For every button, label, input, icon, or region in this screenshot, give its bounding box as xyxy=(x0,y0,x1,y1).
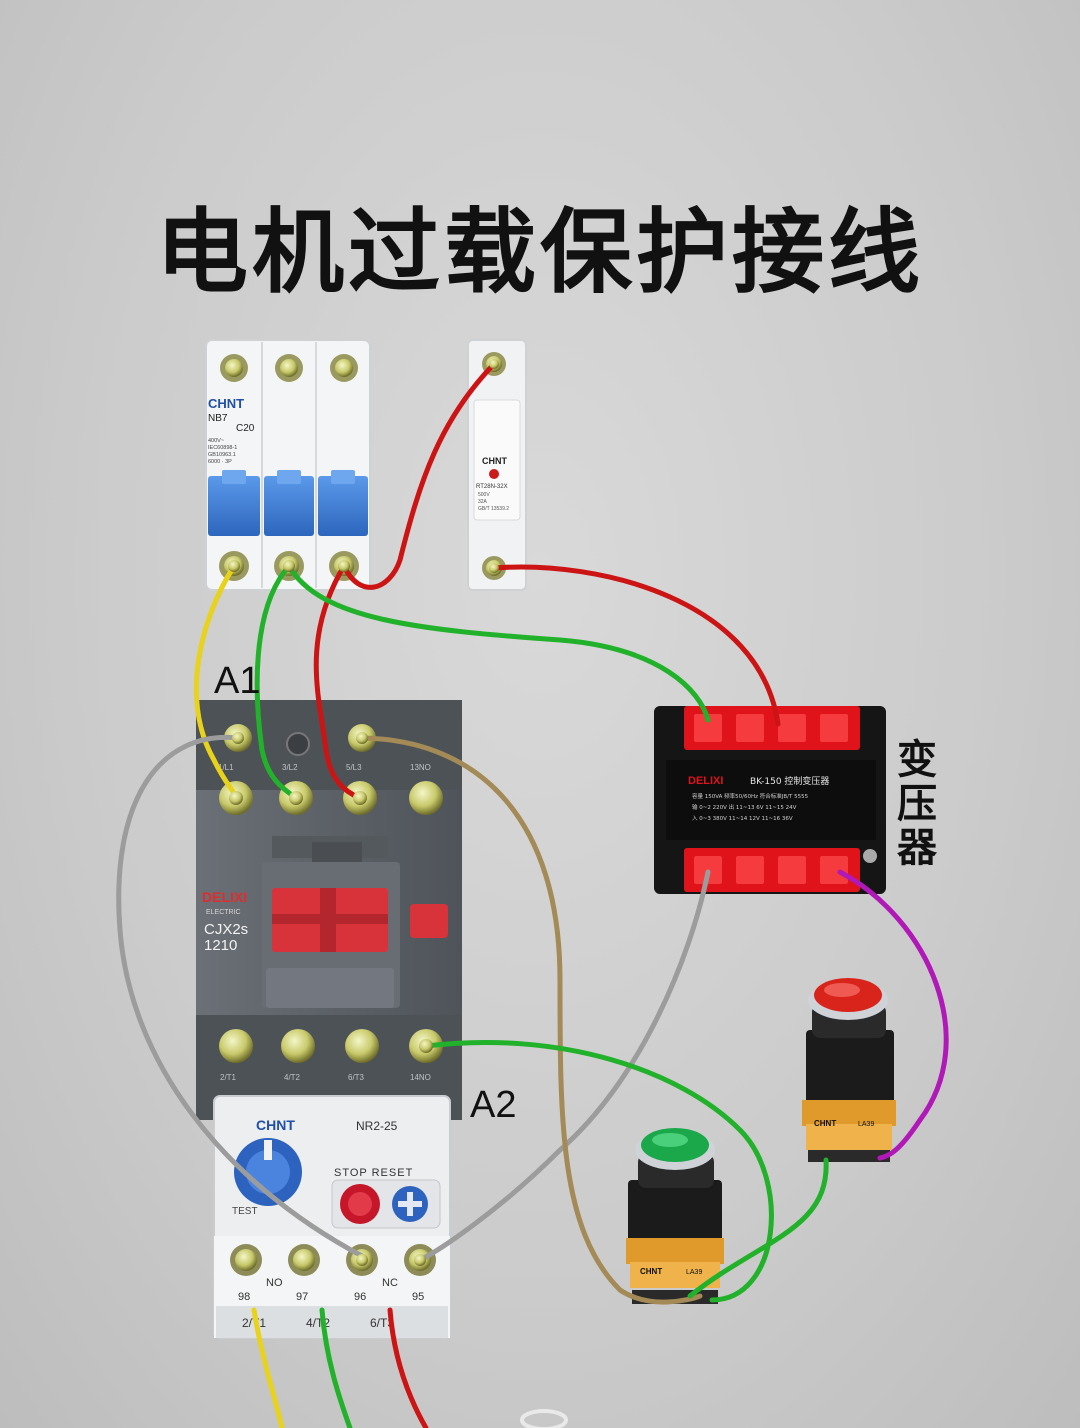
thermal-overload-relay: CHNT NR2-25 TEST STOP RESET NO NC 98 xyxy=(213,1095,451,1339)
wire-purple-transformer xyxy=(837,869,949,1161)
contactor-bottom-label: 14NO xyxy=(410,1073,431,1082)
label-a1: A1 xyxy=(214,660,261,702)
contactor-sub: ELECTRIC xyxy=(206,909,241,916)
relay-nc-label: NC xyxy=(382,1277,398,1289)
breaker-spec-line: GB10963.1 xyxy=(208,452,236,458)
contactor-actuator[interactable] xyxy=(272,888,388,952)
label-transformer-char: 器 xyxy=(897,825,937,871)
relay-model: NR2-25 xyxy=(356,1119,398,1133)
stop-button-brand: CHNT xyxy=(814,1119,836,1128)
fuse-model: RT28N-32X xyxy=(476,484,508,490)
breaker-spec-text: 400V~ IEC60898-1 GB10963.1 6000 · 3P xyxy=(208,438,237,465)
page-title: 电机过载保护接线 xyxy=(155,199,924,306)
contactor-number: 1210 xyxy=(204,937,237,954)
stop-push-button[interactable]: CHNT LA39 xyxy=(802,978,896,1162)
relay-out-terminal: 4/T2 xyxy=(306,1316,330,1330)
breaker-spec-line: IEC60898-1 xyxy=(208,445,237,451)
contactor-top-label: 5/L3 xyxy=(346,763,362,772)
contactor-model: CJX2s xyxy=(204,921,248,938)
breaker-toggle-handles[interactable] xyxy=(208,470,368,536)
relay-brand: CHNT xyxy=(256,1117,295,1133)
breaker-spec-line: 400V~ xyxy=(208,438,224,444)
start-button-brand: CHNT xyxy=(640,1267,662,1276)
relay-no-label: NO xyxy=(266,1277,283,1289)
fuse-spec-line: 500V xyxy=(478,492,490,498)
contactor-top-label: 1/L1 xyxy=(218,763,234,772)
transformer-spec-line: 容量 150VA 频率50/60Hz 符合标准JB/T 5555 xyxy=(692,792,809,800)
wire-red-fuse-out xyxy=(491,564,781,727)
contactor-bottom-label: 4/T2 xyxy=(284,1073,301,1082)
fuse-spec-line: GB/T 13539.2 xyxy=(478,506,509,512)
transformer-model: BK-150 控制变压器 xyxy=(750,775,829,787)
fuse-holder: CHNT RT28N-32X 500V 32A GB/T 13539.2 xyxy=(467,339,527,591)
relay-contact-number: 98 xyxy=(238,1291,250,1303)
fuse-spec-line: 32A xyxy=(478,499,488,505)
start-button-model: LA39 xyxy=(686,1269,702,1276)
fuse-brand: CHNT xyxy=(482,456,507,466)
wire-red-fuse-in xyxy=(341,361,497,590)
wire-green-transformer xyxy=(286,563,711,723)
control-transformer: DELIXI BK-150 控制变压器 容量 150VA 频率50/60Hz 符… xyxy=(654,706,886,894)
contactor-bottom-label: 6/T3 xyxy=(348,1073,365,1082)
label-a2: A2 xyxy=(470,1084,517,1126)
relay-test-label: TEST xyxy=(232,1206,258,1217)
wire-green-14no xyxy=(423,1039,774,1303)
contactor-top-label: 3/L2 xyxy=(282,763,298,772)
transformer-brand: DELIXI xyxy=(688,775,723,787)
relay-reset-button[interactable] xyxy=(392,1186,428,1222)
wire-red-out xyxy=(387,1307,429,1428)
bottom-ring xyxy=(520,1409,568,1428)
label-transformer-char: 变 xyxy=(897,737,937,783)
contactor-brand: DELIXI xyxy=(202,889,247,905)
wire-red-l3 xyxy=(313,563,363,801)
breaker-spec-line: 6000 · 3P xyxy=(208,459,232,465)
wire-green-l2 xyxy=(254,563,299,801)
wire-green-start-stop xyxy=(687,1157,829,1299)
breaker-rating: C20 xyxy=(236,423,255,434)
relay-stop-reset-label: STOP RESET xyxy=(334,1167,413,1179)
contactor-top-label: 13NO xyxy=(410,763,431,772)
contactor-bottom-label: 2/T1 xyxy=(220,1073,237,1082)
transformer-spec-line: 输 0~2 220V 出 11~13 6V 11~15 24V xyxy=(692,803,797,811)
breaker-model: NB7 xyxy=(208,413,228,424)
start-push-button[interactable]: CHNT LA39 xyxy=(626,1128,724,1304)
stop-button-model: LA39 xyxy=(858,1121,874,1128)
wire-yellow-out xyxy=(251,1307,285,1428)
connection-dots xyxy=(228,359,499,1266)
relay-contact-number: 95 xyxy=(412,1291,424,1303)
circuit-breaker: CHNT NB7 C20 400V~ IEC60898-1 GB10963.1 … xyxy=(205,339,371,591)
relay-contact-number: 97 xyxy=(296,1291,308,1303)
contactor-aux-indicator xyxy=(410,904,448,938)
wire-green-out xyxy=(319,1307,353,1428)
wire-gray-a1 xyxy=(116,734,365,1259)
relay-contact-number: 96 xyxy=(354,1291,366,1303)
wire-tan-13no xyxy=(359,735,703,1305)
wire-gray-transformer xyxy=(417,869,711,1263)
wire-yellow-l1 xyxy=(194,563,239,801)
label-transformer: 变 压 器 xyxy=(892,738,942,870)
breaker-brand: CHNT xyxy=(208,396,244,411)
transformer-spec-line: 入 0~3 380V 11~14 12V 11~16 36V xyxy=(692,816,793,822)
contactor: 1/L1 3/L2 5/L3 13NO DELIXI ELECTRIC CJX2… xyxy=(196,700,462,1120)
relay-stop-button[interactable] xyxy=(340,1184,380,1224)
fuse-indicator xyxy=(489,469,499,479)
wires xyxy=(116,361,949,1428)
relay-out-terminal: 6/T3 xyxy=(370,1316,394,1330)
breaker-top-screws xyxy=(220,354,358,382)
label-transformer-char: 压 xyxy=(897,781,937,827)
